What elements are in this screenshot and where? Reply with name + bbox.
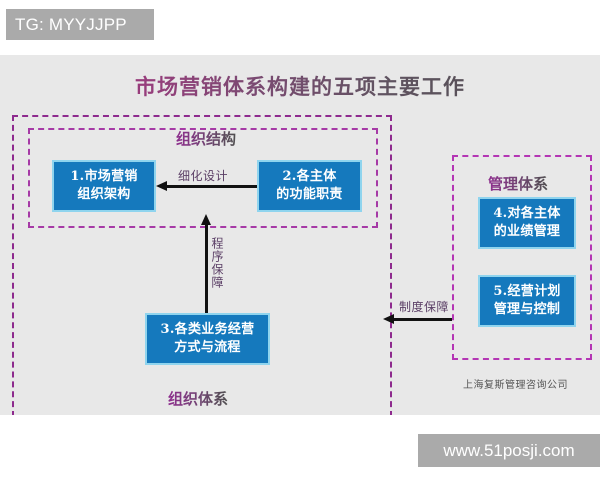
node-box-1-line-1: 1.市场营销	[70, 169, 138, 185]
node-box-4-line-1: 4.对各主体	[493, 206, 561, 222]
group-inner-organization-structure	[28, 128, 378, 228]
node-box-5-line-2: 管理与控制	[493, 302, 561, 317]
arrow-refine-design	[156, 181, 257, 191]
node-box-4-line-2: 的业绩管理	[493, 224, 561, 239]
node-box-2-entity-functions[interactable]: 2.各主体 的功能职责	[257, 160, 362, 212]
node-box-2-line-2: 的功能职责	[276, 187, 343, 202]
group-label-organization-structure: 组织结构	[176, 130, 237, 148]
node-box-1-line-2: 组织架构	[77, 187, 131, 202]
site-watermark: www.51posji.com	[418, 434, 600, 467]
node-box-4-performance-management[interactable]: 4.对各主体 的业绩管理	[478, 197, 576, 249]
group-management-system	[452, 155, 592, 360]
arrow-head-left-icon	[383, 314, 394, 324]
node-box-3-line-2: 方式与流程	[174, 340, 241, 355]
tg-watermark-tag: TG: MYYJJPP	[6, 9, 154, 40]
group-outer-organization-system	[12, 115, 392, 415]
arrow-institution-guarantee	[383, 314, 452, 324]
node-box-3-line-1: 3.各类业务经营	[160, 322, 255, 338]
page-title: 市场营销体系构建的五项主要工作	[0, 71, 600, 101]
arrow-label-refine-design: 细化设计	[178, 169, 229, 183]
arrow-head-left-icon	[156, 181, 167, 191]
company-credit: 上海复斯管理咨询公司	[463, 380, 568, 391]
arrow-label-procedure-guarantee: 程序保障	[210, 237, 224, 289]
node-box-5-business-plan-control[interactable]: 5.经营计划 管理与控制	[478, 275, 576, 327]
group-label-management-system: 管理体系	[488, 175, 549, 193]
node-box-5-line-1: 5.经营计划	[493, 284, 561, 300]
slide-panel: 市场营销体系构建的五项主要工作 组织体系 组织结构 管理体系 1.市场营销 组织…	[0, 55, 600, 415]
arrow-head-up-icon	[201, 214, 211, 225]
arrow-procedure-guarantee	[201, 214, 211, 313]
node-box-1-marketing-org-structure[interactable]: 1.市场营销 组织架构	[52, 160, 156, 212]
arrow-label-institution-guarantee: 制度保障	[399, 300, 450, 314]
group-label-organization-system: 组织体系	[168, 390, 229, 408]
node-box-3-business-processes[interactable]: 3.各类业务经营 方式与流程	[145, 313, 270, 365]
node-box-2-line-1: 2.各主体	[282, 169, 337, 185]
